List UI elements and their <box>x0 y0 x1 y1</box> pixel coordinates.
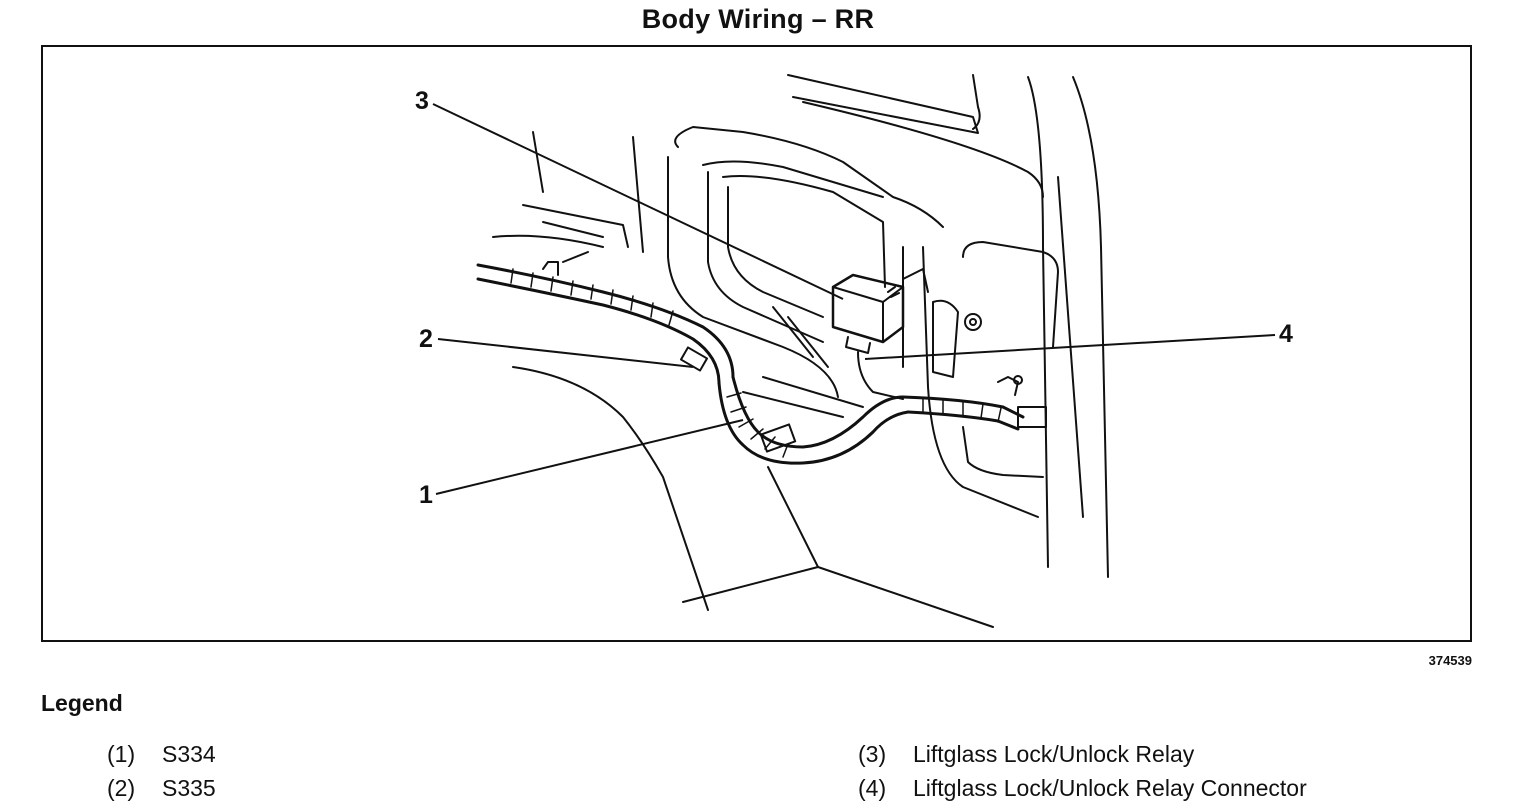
pillar-outline <box>1072 76 1109 578</box>
wheelhouse-outline <box>682 566 994 628</box>
body-panel-outline <box>522 204 629 248</box>
leader-line-4 <box>864 334 1276 360</box>
door-frame-outline <box>802 101 1044 198</box>
wiring-harness <box>476 263 735 379</box>
wheelhouse-outline <box>512 366 709 611</box>
legend-number: (4) <box>858 775 887 801</box>
legend-label: S335 <box>162 775 216 801</box>
wiring-harness <box>717 381 910 465</box>
leader-line-1 <box>435 419 744 495</box>
splice-s334 <box>759 423 797 453</box>
legend-item-1: (1) S334 <box>107 741 216 768</box>
wiring-illustration <box>432 74 1276 628</box>
legend-item-2: (2) S335 <box>107 775 216 802</box>
legend-heading: Legend <box>41 690 123 716</box>
door-panel-outline <box>667 156 839 398</box>
window-opening <box>722 175 886 288</box>
inner-panel <box>962 241 1059 348</box>
wiring-harness <box>906 410 1020 431</box>
mounting-bolt <box>969 318 977 326</box>
wheelhouse-outline <box>767 466 819 568</box>
legend-label: Liftglass Lock/Unlock Relay Connector <box>913 775 1307 801</box>
wiring-harness <box>731 375 905 449</box>
relay-connector <box>845 336 871 354</box>
callout-2: 2 <box>419 325 433 353</box>
relay-lead <box>857 351 904 400</box>
legend-number: (2) <box>107 775 136 801</box>
floor-line <box>762 376 864 408</box>
harness-ribs <box>510 268 674 326</box>
leader-line-2 <box>437 338 694 368</box>
mounting-bolt <box>1013 375 1023 385</box>
floor-line <box>787 316 829 368</box>
door-panel-outline <box>674 126 944 228</box>
legend-item-3: (3) Liftglass Lock/Unlock Relay <box>858 741 1194 768</box>
callout-3: 3 <box>415 87 429 115</box>
body-panel-outline <box>492 234 604 248</box>
body-panel-outline <box>562 251 589 263</box>
callout-1: 1 <box>419 481 433 509</box>
inner-panel <box>922 246 1039 518</box>
relay-bracket <box>902 268 929 293</box>
harness-end-connector <box>1017 406 1047 428</box>
door-panel-outline <box>702 160 884 198</box>
door-frame-outline <box>787 74 979 134</box>
leader-line-3 <box>432 103 844 300</box>
relay-body <box>831 273 905 344</box>
floor-line <box>742 391 844 418</box>
harness-ribs <box>726 392 789 458</box>
figure-id: 374539 <box>1428 653 1472 668</box>
mounting-bolt <box>964 313 982 331</box>
legend-item-4: (4) Liftglass Lock/Unlock Relay Connector <box>858 775 1307 802</box>
illustration-frame: 1 2 3 4 <box>41 45 1472 642</box>
harness-clip <box>542 261 559 276</box>
legend-label: Liftglass Lock/Unlock Relay <box>913 741 1195 767</box>
legend-label: S334 <box>162 741 216 767</box>
body-panel-outline <box>542 221 604 238</box>
inner-panel <box>932 299 959 378</box>
harness-ribs <box>922 398 1002 423</box>
splice-s335 <box>679 346 709 372</box>
floor-line <box>772 306 814 358</box>
wiring-harness <box>476 277 721 385</box>
door-frame-outline <box>972 74 981 130</box>
body-panel-outline <box>532 131 544 193</box>
legend-number: (3) <box>858 741 887 767</box>
relay-tab <box>887 286 900 298</box>
pillar-outline <box>1027 76 1049 568</box>
window-opening <box>727 186 824 318</box>
callout-4: 4 <box>1279 320 1293 348</box>
body-panel-outline <box>632 136 644 253</box>
diagram-title: Body Wiring – RR <box>641 4 875 34</box>
legend-number: (1) <box>107 741 136 767</box>
harness-clip <box>997 376 1019 396</box>
door-panel-outline <box>707 171 824 343</box>
inner-panel <box>962 426 1044 478</box>
